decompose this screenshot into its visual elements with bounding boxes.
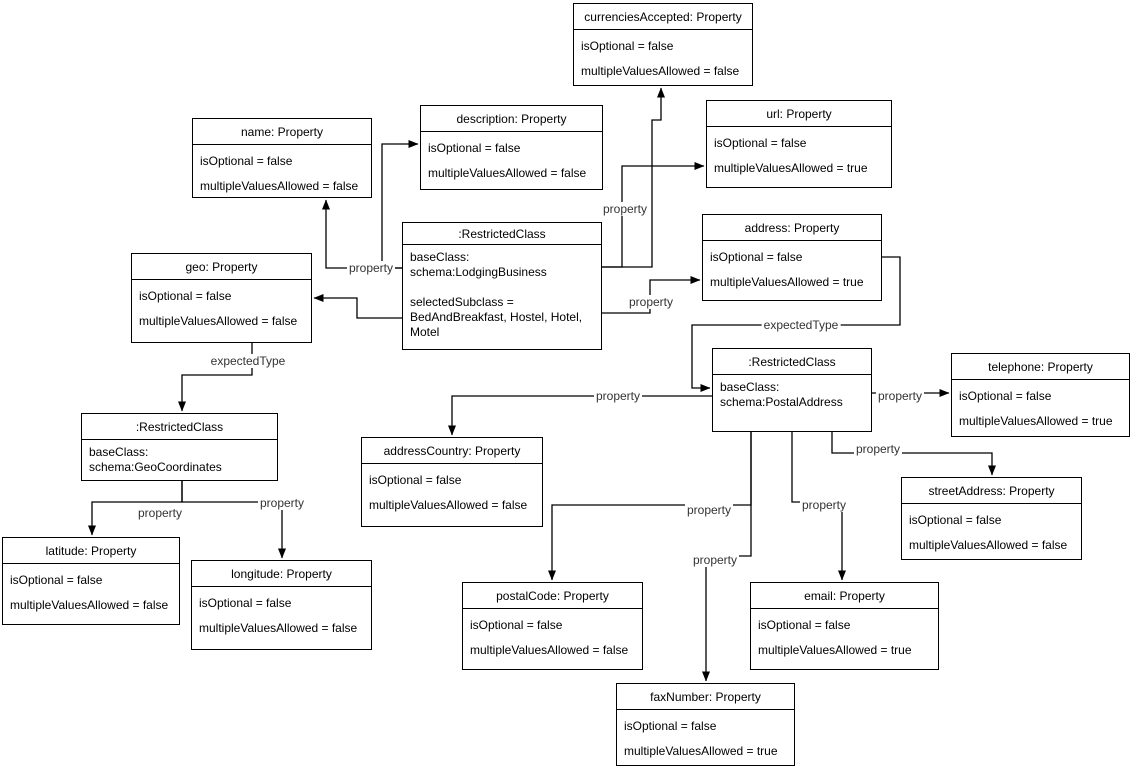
node-body: baseClass: schema:PostalAddress: [720, 380, 843, 409]
node-title: currenciesAccepted: Property: [574, 4, 752, 30]
node-attr: multipleValuesAllowed = true: [959, 413, 1113, 428]
edge-property-currencies[interactable]: [602, 87, 665, 268]
node-url[interactable]: url: Property isOptional = false multipl…: [706, 100, 892, 188]
node-title: :RestrictedClass: [403, 223, 601, 245]
edge-label-postalcode: property: [684, 503, 734, 517]
node-currencies-accepted[interactable]: currenciesAccepted: Property isOptional …: [573, 3, 753, 86]
node-attr: isOptional = false: [624, 718, 717, 733]
node-attr: multipleValuesAllowed = true: [710, 274, 864, 289]
node-geo[interactable]: geo: Property isOptional = false multipl…: [131, 253, 312, 343]
node-address[interactable]: address: Property isOptional = false mul…: [702, 214, 882, 301]
node-attr: isOptional = false: [909, 512, 1002, 527]
node-title: faxNumber: Property: [617, 684, 794, 710]
node-streetaddress[interactable]: streetAddress: Property isOptional = fal…: [901, 477, 1082, 560]
edge-label-name: property: [346, 261, 396, 275]
node-attr: isOptional = false: [581, 38, 674, 53]
edge-label-expectedtype-address: expectedType: [761, 318, 841, 332]
node-attr: isOptional = false: [200, 153, 293, 168]
edge-label-streetaddress: property: [853, 442, 903, 456]
node-description[interactable]: description: Property isOptional = false…: [420, 105, 603, 190]
node-attr: multipleValuesAllowed = true: [758, 642, 912, 657]
node-title: url: Property: [707, 101, 891, 127]
node-name[interactable]: name: Property isOptional = false multip…: [192, 118, 372, 198]
node-attr: isOptional = false: [959, 388, 1052, 403]
node-attr: multipleValuesAllowed = true: [714, 160, 868, 175]
node-attr: isOptional = false: [470, 617, 563, 632]
node-title: telephone: Property: [952, 354, 1129, 380]
node-attr: multipleValuesAllowed = false: [200, 178, 359, 193]
node-title: address: Property: [703, 215, 881, 241]
node-body: baseClass: schema:GeoCoordinates: [89, 445, 222, 474]
node-title: email: Property: [751, 583, 938, 609]
node-attr: multipleValuesAllowed = false: [470, 642, 629, 657]
node-attr: isOptional = false: [428, 140, 521, 155]
edge-label-telephone: property: [875, 389, 925, 403]
node-attr: multipleValuesAllowed = false: [428, 165, 587, 180]
edge-label-email: property: [799, 498, 849, 512]
node-title: longitude: Property: [192, 561, 371, 587]
edge-property-geo[interactable]: [313, 294, 402, 319]
edge-property-url[interactable]: [602, 162, 705, 268]
node-attr: multipleValuesAllowed = false: [909, 537, 1068, 552]
node-title: name: Property: [193, 119, 371, 145]
edge-label-longitude: property: [257, 496, 307, 510]
edge-label-currencies: property: [600, 202, 650, 216]
node-body: baseClass: schema:LodgingBusiness select…: [410, 250, 583, 339]
node-postalcode[interactable]: postalCode: Property isOptional = false …: [462, 582, 643, 670]
node-email[interactable]: email: Property isOptional = false multi…: [750, 582, 939, 670]
node-title: latitude: Property: [3, 538, 179, 564]
node-restrictedclass-geocoordinates[interactable]: :RestrictedClass baseClass: schema:GeoCo…: [81, 413, 278, 481]
edge-label-expectedtype-geo: expectedType: [208, 354, 288, 368]
node-attr: multipleValuesAllowed = false: [369, 497, 528, 512]
node-telephone[interactable]: telephone: Property isOptional = false m…: [951, 353, 1130, 437]
edge-property-longitude[interactable]: [181, 481, 286, 559]
node-title: streetAddress: Property: [902, 478, 1081, 504]
node-restrictedclass-lodgingbusiness[interactable]: :RestrictedClass baseClass: schema:Lodgi…: [402, 222, 602, 350]
node-attr: multipleValuesAllowed = false: [10, 597, 169, 612]
node-attr: multipleValuesAllowed = false: [139, 313, 298, 328]
edge-property-addresscountry[interactable]: [448, 395, 712, 436]
node-title: addressCountry: Property: [362, 438, 542, 464]
edge-label-address: property: [626, 295, 676, 309]
node-attr: multipleValuesAllowed = false: [581, 63, 740, 78]
node-attr: multipleValuesAllowed = false: [199, 620, 358, 635]
node-title: geo: Property: [132, 254, 311, 280]
node-attr: isOptional = false: [199, 595, 292, 610]
node-title: :RestrictedClass: [713, 349, 871, 375]
node-longitude[interactable]: longitude: Property isOptional = false m…: [191, 560, 372, 650]
node-attr: isOptional = false: [139, 288, 232, 303]
node-attr: isOptional = false: [758, 617, 851, 632]
node-title: description: Property: [421, 106, 602, 132]
node-attr: isOptional = false: [369, 472, 462, 487]
node-attr: isOptional = false: [710, 249, 803, 264]
edge-label-addresscountry: property: [593, 389, 643, 403]
node-attr: isOptional = false: [714, 135, 807, 150]
edge-label-faxnumber: property: [690, 553, 740, 567]
node-restrictedclass-postaladdress[interactable]: :RestrictedClass baseClass: schema:Posta…: [712, 348, 872, 432]
edge-property-streetaddress[interactable]: [831, 432, 996, 476]
edge-label-latitude: property: [135, 506, 185, 520]
node-attr: multipleValuesAllowed = true: [624, 743, 778, 758]
node-title: postalCode: Property: [463, 583, 642, 609]
edge-property-name[interactable]: [322, 199, 402, 269]
node-faxnumber[interactable]: faxNumber: Property isOptional = false m…: [616, 683, 795, 766]
node-title: :RestrictedClass: [82, 414, 277, 440]
node-attr: isOptional = false: [10, 572, 103, 587]
node-addresscountry[interactable]: addressCountry: Property isOptional = fa…: [361, 437, 543, 527]
node-latitude[interactable]: latitude: Property isOptional = false mu…: [2, 537, 180, 625]
